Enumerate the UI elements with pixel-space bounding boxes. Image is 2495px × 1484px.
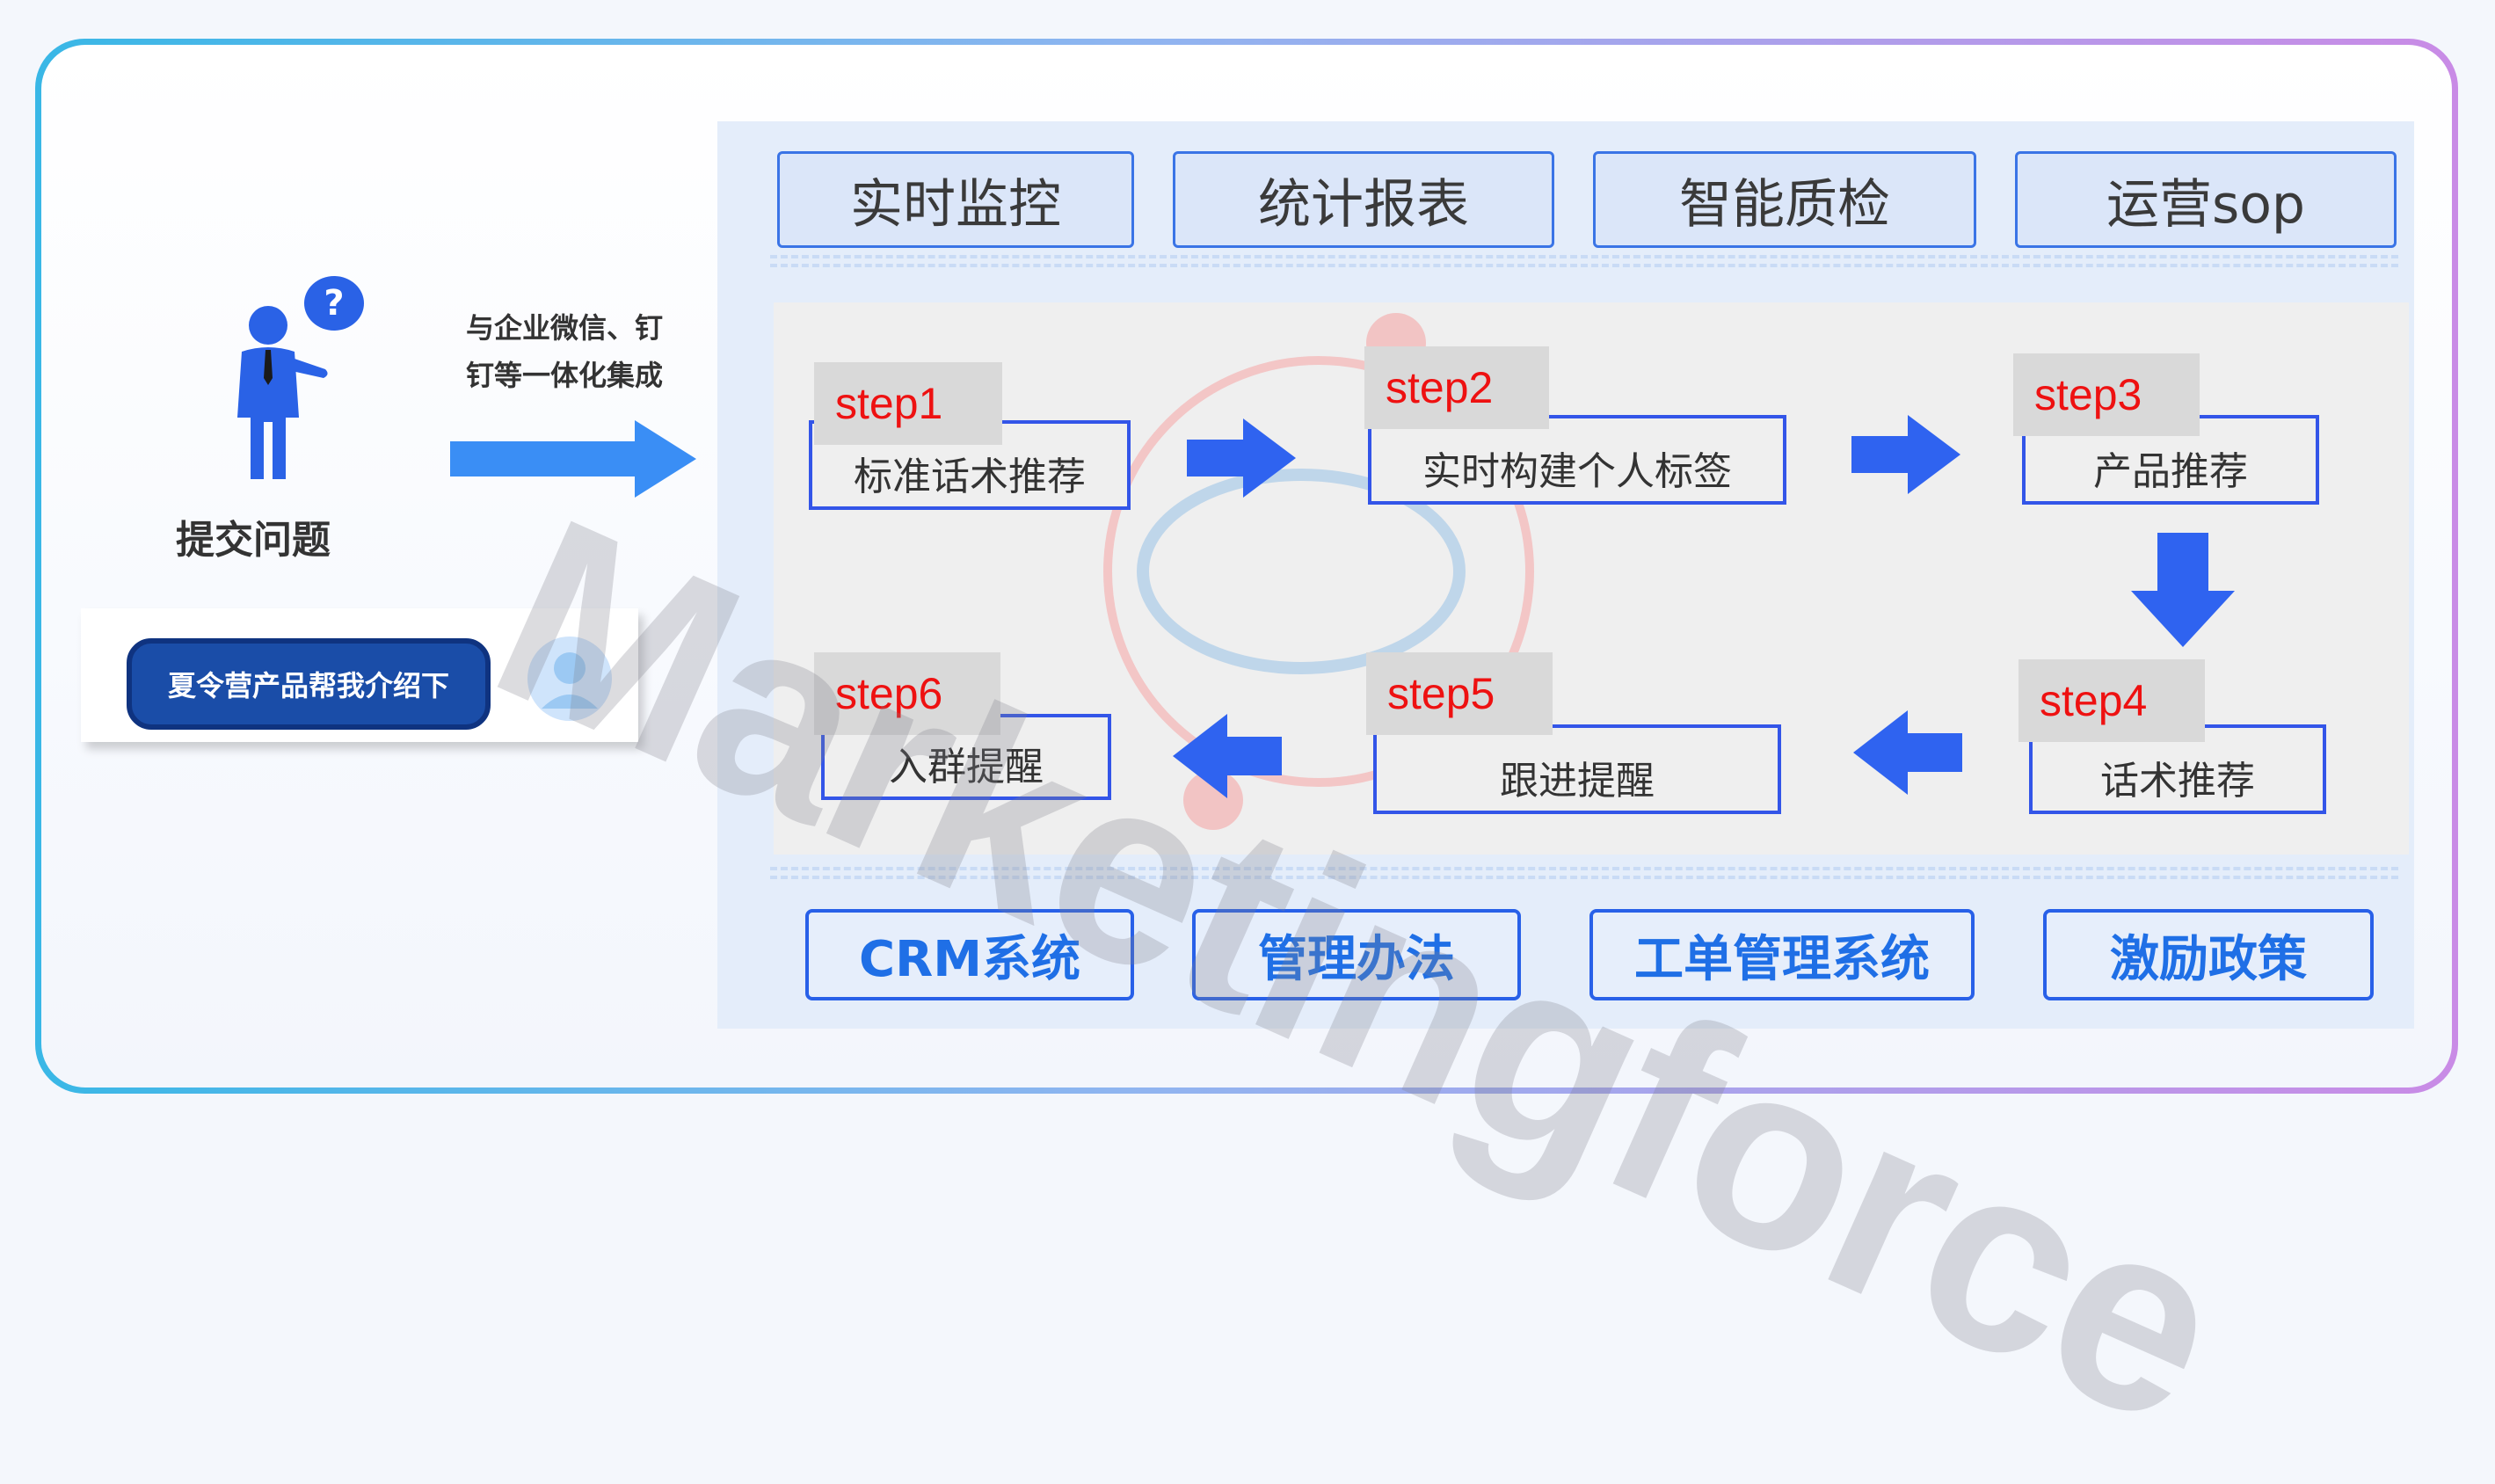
bottom-divider: [770, 867, 2398, 879]
big-arrow-right-icon: [450, 420, 696, 498]
question-bubble-icon: ?: [304, 276, 364, 331]
step2-tag: step2: [1364, 346, 1549, 429]
module-management-rules[interactable]: 管理办法: [1192, 909, 1521, 1000]
arrow-left-icon: [1173, 714, 1282, 798]
chat-message[interactable]: 夏令营产品帮我介绍下: [127, 638, 491, 730]
integration-note: 与企业微信、钉 钉等一体化集成: [466, 304, 663, 399]
arrow-left-icon: [1853, 710, 1962, 795]
arrow-down-icon: [2131, 533, 2235, 647]
step3-tag: step3: [2013, 353, 2200, 436]
module-operation-sop[interactable]: 运营sop: [2015, 151, 2397, 248]
step1-text: 标准话术推荐: [854, 455, 1086, 499]
module-crm-system[interactable]: CRM系统: [805, 909, 1134, 1000]
step6-text: 入群提醒: [889, 745, 1044, 789]
user-figure-icon: [237, 306, 328, 479]
step4-tag: step4: [2019, 659, 2205, 742]
avatar: [527, 637, 612, 721]
arrow-right-icon: [1187, 418, 1296, 498]
step2-box[interactable]: 实时构建个人标签: [1368, 415, 1786, 505]
module-stats-report[interactable]: 统计报表: [1173, 151, 1554, 248]
decorative-rings-icon: [1103, 313, 1534, 830]
step3-text: 产品推荐: [2093, 449, 2248, 494]
submit-question-label: 提交问题: [176, 518, 331, 563]
module-ticket-system[interactable]: 工单管理系统: [1589, 909, 1975, 1000]
chat-card: 夏令营产品帮我介绍下: [81, 608, 638, 742]
integration-line2: 钉等一体化集成: [466, 359, 664, 392]
integration-line1: 与企业微信、钉: [466, 311, 664, 345]
top-divider: [770, 255, 2398, 267]
step5-tag: step5: [1366, 652, 1553, 735]
step2-text: 实时构建个人标签: [1422, 449, 1732, 494]
step5-text: 跟进提醒: [1500, 759, 1655, 804]
module-realtime-monitor[interactable]: 实时监控: [777, 151, 1134, 248]
module-smart-qc[interactable]: 智能质检: [1593, 151, 1976, 248]
arrow-right-icon: [1851, 415, 1960, 494]
module-incentive-policy[interactable]: 激励政策: [2043, 909, 2374, 1000]
step5-box[interactable]: 跟进提醒: [1373, 724, 1781, 814]
step4-text: 话术推荐: [2100, 759, 2255, 804]
step1-tag: step1: [814, 362, 1002, 445]
step6-tag: step6: [814, 652, 1000, 735]
